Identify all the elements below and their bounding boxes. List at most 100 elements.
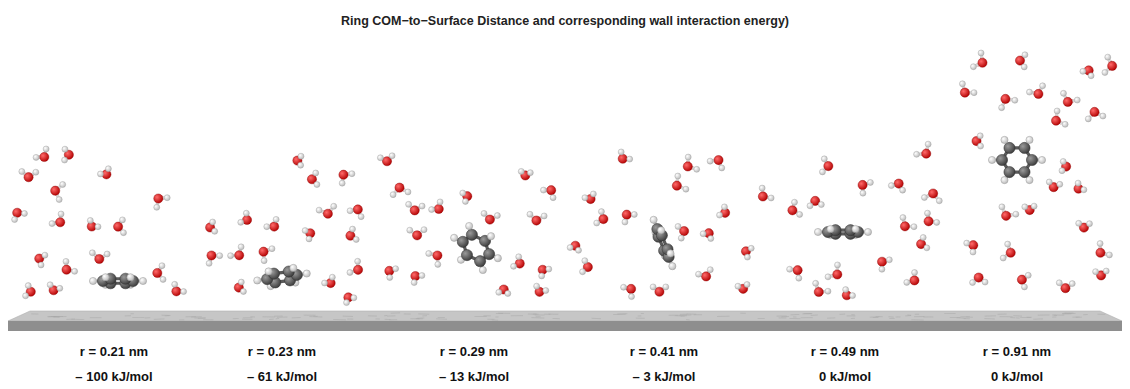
surface-texture [276,318,279,319]
oxygen-atom [114,222,123,231]
surface-texture [827,317,835,318]
hydrogen-atom [1074,97,1080,103]
surface-texture [758,318,765,319]
hydrogen-atom [717,212,723,218]
label: – 61 kJ/mol [247,369,317,384]
surface-texture [889,318,894,319]
surface-texture [487,319,494,320]
oxygen-atom [929,189,938,198]
surface-texture [1000,316,1013,317]
hydrogen-atom [627,156,633,162]
hydrogen-atom [405,189,411,195]
water-molecule [618,149,633,163]
atom [127,274,134,281]
hydrogen-atom [912,270,918,276]
hydrogen-atom [58,211,64,217]
water-molecule [696,267,714,281]
hydrogen-atom [238,279,244,285]
water-molecule [302,228,315,242]
label: 0 kJ/mol [991,369,1043,384]
water-molecule [511,254,525,270]
oxygen-atom [1001,94,1010,103]
oxygen-atom [1006,248,1015,257]
oxygen-atom [655,287,664,296]
atom [461,249,472,260]
atom [1004,166,1015,177]
water-molecule [580,258,593,275]
surface-texture [179,319,184,320]
surface-texture [250,316,254,317]
surface-texture [48,316,56,317]
atom [814,228,821,235]
atom [265,268,272,275]
hydrogen-atom [355,258,361,264]
oxygen-atom [1096,248,1105,257]
water-molecule [339,170,355,186]
label-slot: – 3 kJ/mol [633,369,696,384]
atom [667,250,674,257]
hydrogen-atom [87,217,93,223]
oxygen-atom [1063,97,1072,106]
oxygen-atom [56,218,65,227]
surface-texture [779,317,787,318]
water-molecule [293,153,304,168]
surface-texture [896,316,901,317]
surface-texture [791,314,800,315]
oxygen-atom [411,271,420,280]
label: 0 kJ/mol [819,369,871,384]
hydrogen-atom [505,291,511,297]
hydrogen-atom [696,271,702,277]
water-molecule [481,210,500,224]
water-molecule [972,133,984,149]
label-slot: r = 0.41 nm [630,344,698,359]
hydrogen-atom [1000,255,1006,261]
atom [466,222,473,229]
atom [1038,156,1045,163]
hydrogen-atom [419,203,425,209]
atom [303,270,310,277]
oxygen-atom [858,180,867,189]
hydrogen-atom [791,199,797,205]
hydrogen-atom [675,223,681,229]
surface-texture [641,313,644,314]
water-molecule [1026,83,1045,99]
surface-texture [1020,317,1031,318]
oxygen-atom [974,273,983,282]
label: – 13 kJ/mol [439,369,509,384]
water-molecule [496,285,511,297]
hydrogen-atom [708,236,714,242]
hydrogen-atom [38,262,44,268]
atom [827,225,834,232]
surface-texture [347,319,353,320]
surface-texture [309,316,322,317]
water-molecule [888,179,905,193]
water-molecule [62,258,78,274]
surface-texture [636,318,645,319]
label-slot: r = 0.91 nm [983,344,1051,359]
hydrogen-atom [843,287,849,293]
oxygen-atom [793,266,802,275]
hydrogen-atom [393,266,399,272]
hydrogen-atom [62,146,68,152]
oxygen-atom [1061,284,1070,293]
surface-texture [389,319,397,320]
atom [1026,154,1037,165]
surface-texture [269,319,274,320]
hydrogen-atom [540,187,546,193]
hydrogen-atom [238,219,244,225]
hydrogen-atom [850,293,856,299]
surface-texture [242,319,252,320]
oxygen-atom [532,216,541,225]
hydrogen-atom [978,50,984,56]
hydrogen-atom [678,235,684,241]
hydrogen-atom [387,275,393,281]
surface-texture [789,318,800,319]
surface-texture [1016,317,1020,318]
surface-texture [492,319,498,320]
surface-texture [71,319,84,320]
water-molecule [540,186,556,201]
surface-texture [496,313,503,314]
atom [89,277,96,284]
surface-texture [410,318,423,319]
hydrogen-atom [154,204,160,210]
